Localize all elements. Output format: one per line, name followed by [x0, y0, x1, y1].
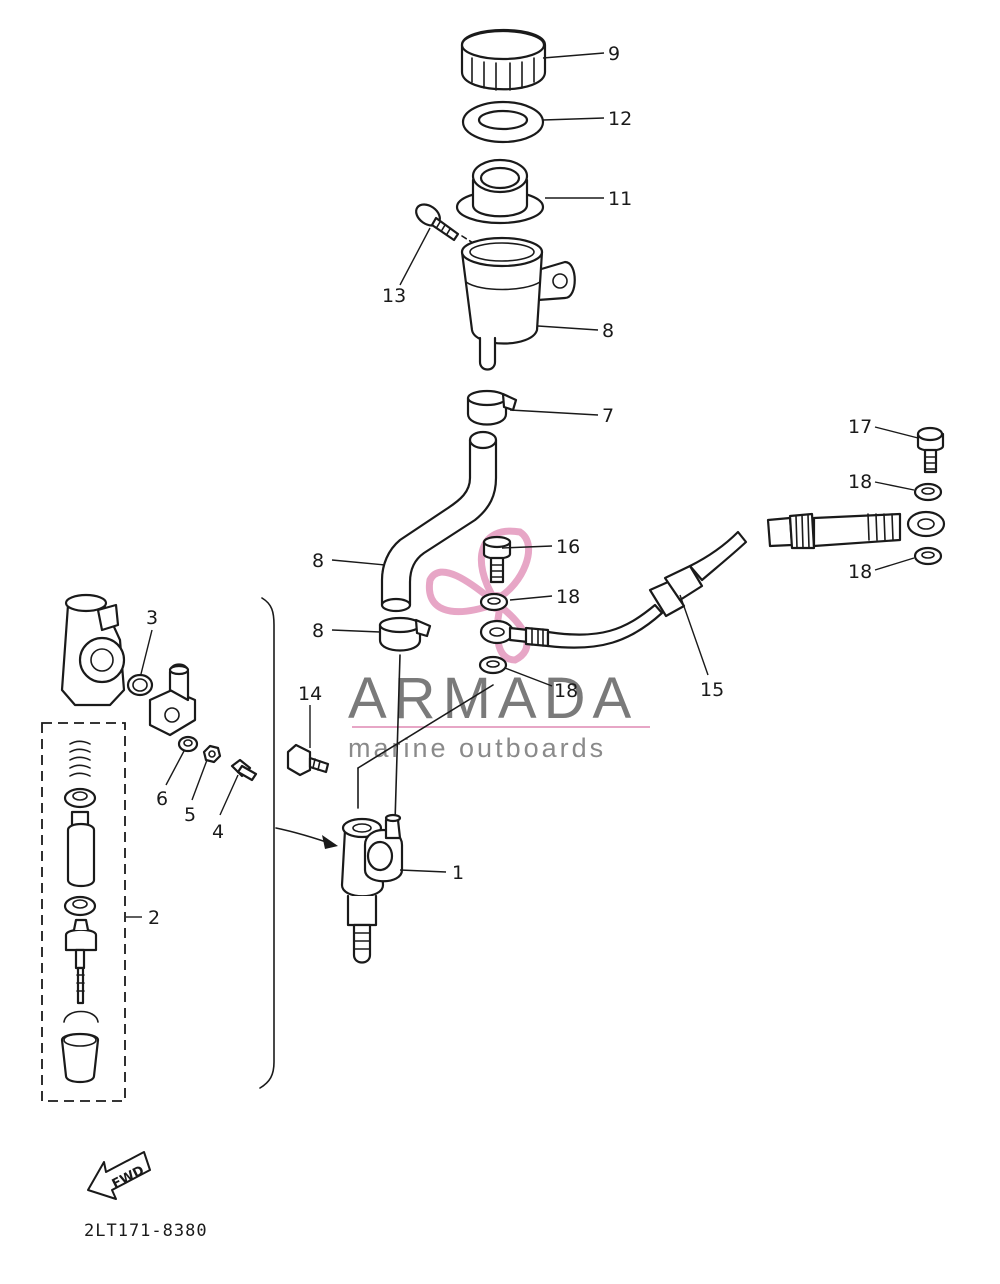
callout-8-lower: 8: [312, 620, 324, 642]
callout-11: 11: [608, 188, 632, 210]
callout-9: 8: [602, 320, 614, 342]
part-17-union-bolt: [916, 426, 945, 474]
part-9-reservoir-tank: [460, 236, 576, 371]
part-18-gasket-lower-center: [357, 655, 508, 809]
diagram-reference-code: 2LT171-8380: [84, 1221, 208, 1241]
callout-18-center-lower: 18: [554, 680, 578, 702]
cylinder-body-left: [60, 593, 126, 707]
callout-18-center-upper: 18: [556, 586, 580, 608]
part-18-gasket-upper-center: [479, 592, 509, 612]
watermark-brand: ARMADA: [348, 666, 638, 731]
callout-2: 2: [148, 907, 160, 929]
callout-18-right-lower: 18: [848, 561, 872, 583]
part-5-nut: [202, 744, 222, 764]
brake-hose-end-fitting: [766, 510, 946, 550]
callout-18-right-upper: 18: [848, 471, 872, 493]
callout-1: 1: [452, 862, 464, 884]
callout-3: 3: [146, 607, 158, 629]
hose-joint-left: [148, 663, 197, 737]
callout-14: 14: [298, 683, 322, 705]
callout-4: 4: [212, 821, 224, 843]
part-2-kit-outline: [41, 722, 126, 1102]
part-4-bolt: [230, 758, 258, 782]
assembly-bracket: [259, 597, 275, 1089]
part-18-gasket-upper-right: [913, 482, 943, 502]
callout-10: 9: [608, 43, 620, 65]
callout-17: 17: [848, 416, 872, 438]
callout-8-upper: 7: [602, 405, 614, 427]
part-1-master-cylinder: [340, 813, 404, 964]
part-12-diaphragm-plate: [461, 100, 545, 144]
part-2-piston-kit: [60, 740, 100, 1084]
leader-lines: [126, 52, 919, 918]
callout-7: 8: [312, 550, 324, 572]
part-7-reservoir-hose: [380, 430, 498, 613]
callout-13: 13: [382, 285, 406, 307]
part-8-hose-clip-upper: [466, 389, 518, 426]
watermark-tagline: marine outboards: [348, 733, 606, 763]
part-10-reservoir-cap: [460, 28, 547, 91]
part-16-union-bolt: [482, 535, 512, 584]
callout-6: 6: [156, 788, 168, 810]
part-15-brake-hose: [479, 530, 748, 649]
part-13-screw: [415, 203, 479, 247]
callout-15: 15: [700, 679, 724, 701]
callout-5: 5: [184, 804, 196, 826]
fwd-arrow-icon: FWD: [87, 1151, 151, 1200]
part-14-screw: [286, 743, 330, 777]
callout-12: 12: [608, 108, 632, 130]
part-3-o-ring: [126, 673, 154, 697]
part-11-diaphragm: [455, 158, 545, 225]
callout-labels: 9 12 11 13 8 7 17 18 16 8 18 18 3 8 18 1…: [146, 43, 872, 929]
part-6-bushing: [177, 735, 199, 753]
callout-16: 16: [556, 536, 580, 558]
assembly-arrow-icon: [275, 827, 338, 849]
part-8-hose-clip-lower: [378, 616, 432, 823]
part-18-gasket-lower-right: [913, 546, 943, 566]
